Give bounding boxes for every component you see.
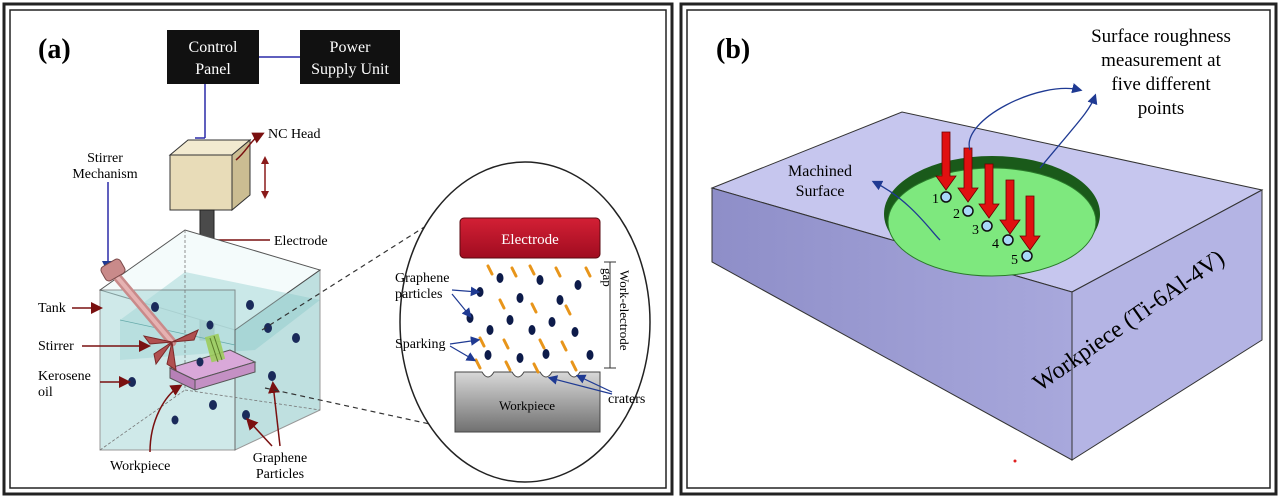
stirrer-mechanism-line2: Mechanism [72, 167, 137, 182]
workpiece-label: Workpiece [110, 459, 170, 474]
roughness-line3: five different [1111, 74, 1211, 95]
nc-head-label: NC Head [268, 127, 321, 142]
point-4: 4 [992, 237, 999, 252]
stirrer-mechanism-line1: Stirrer [87, 151, 123, 166]
nc-head [168, 138, 252, 212]
panel-b-label: (b) [716, 34, 750, 65]
roughness-line2: measurement at [1101, 50, 1221, 71]
point-1: 1 [932, 192, 939, 207]
machined-surface-line2: Surface [796, 183, 845, 200]
control-panel-line1: Control [189, 39, 238, 56]
inset-particles [466, 273, 594, 363]
measurement-points [940, 191, 1033, 262]
stirrer-label: Stirrer [38, 339, 74, 354]
power-supply-line1: Power [330, 39, 372, 56]
power-supply-box [300, 30, 400, 84]
inset-zoom: Electrode Workpiece [399, 161, 651, 483]
point-2: 2 [953, 207, 960, 222]
inset-electrode-label: Electrode [501, 232, 559, 248]
kerosene-line2: oil [38, 385, 53, 400]
power-supply-line2: Supply Unit [311, 61, 389, 78]
inset-electrode [459, 217, 601, 259]
roughness-line1: Surface roughness [1091, 26, 1231, 47]
inset-craters-label: craters [608, 392, 645, 407]
inset-sparks [474, 264, 592, 374]
inset-sparking-label: Sparking [395, 337, 446, 352]
tank-particles [128, 300, 300, 425]
point-3: 3 [972, 223, 979, 238]
inset-graphene-line1: Graphene [395, 271, 449, 286]
inset-gap-line2: gap [600, 268, 615, 287]
control-panel-line2: Panel [195, 61, 231, 78]
inset-graphene-line2: particles [395, 287, 442, 302]
graphene-particles-line1: Graphene [253, 451, 307, 466]
tank-label: Tank [38, 301, 66, 316]
roughness-line4: points [1138, 98, 1184, 119]
inset-gap-line1: Work-electrode [617, 270, 632, 351]
stirrer [100, 258, 199, 372]
machined-surface-line1: Machined [788, 163, 852, 180]
graphene-particles-line2: Particles [256, 467, 304, 482]
control-panel-box [167, 30, 259, 84]
electrode-label: Electrode [274, 234, 328, 249]
inset-workpiece [454, 371, 601, 433]
kerosene-line1: Kerosene [38, 369, 91, 384]
panel-a-label: (a) [38, 34, 71, 65]
panel-a: (a) Control Panel Power Supply Unit NC H… [2, 2, 674, 496]
measurement-arrows [935, 131, 1041, 251]
panel-b: (b) 1 2 3 4 5 [679, 2, 1278, 496]
inset-workpiece-label: Workpiece [499, 398, 555, 413]
electrode-spark-zone [204, 333, 226, 363]
point-5: 5 [1011, 253, 1018, 268]
